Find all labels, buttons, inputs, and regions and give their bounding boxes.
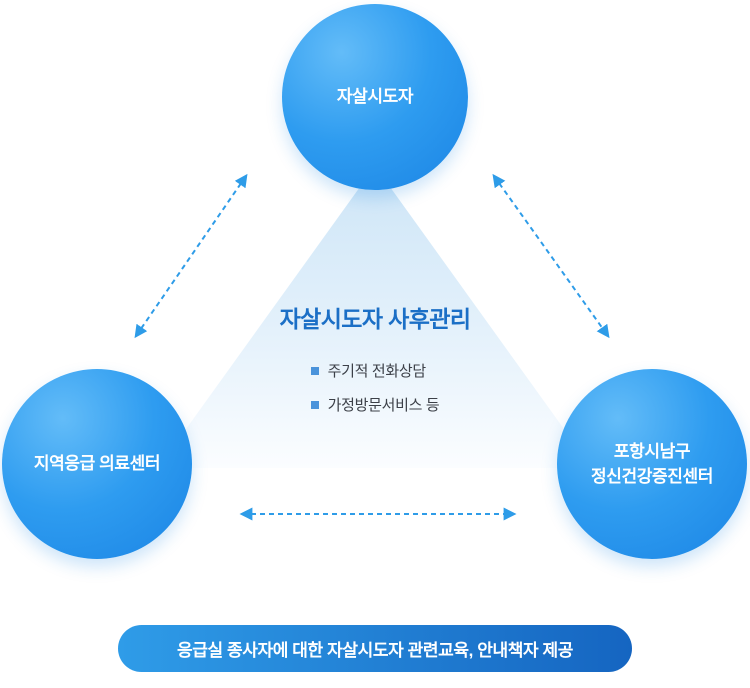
node-suicide-attempter: 자살시도자 xyxy=(282,4,468,190)
node-suicide-attempter-label: 자살시도자 xyxy=(336,87,414,107)
center-content: 자살시도자 사후관리 주기적 전화상담 가정방문서비스 등 xyxy=(225,300,525,428)
center-title: 자살시도자 사후관리 xyxy=(279,306,471,332)
node-pohang-mental-health-center-label: 포항시남구 정신건강증진센터 xyxy=(591,441,713,487)
node-pohang-mental-health-center: 포항시남구 정신건강증진센터 xyxy=(557,369,747,559)
node-regional-emergency-medical-center: 지역응급 의료센터 xyxy=(2,369,192,559)
center-bullet-list: 주기적 전화상담 가정방문서비스 등 xyxy=(310,360,440,428)
bullet-item-label: 주기적 전화상담 xyxy=(327,363,427,380)
list-item: 주기적 전화상담 xyxy=(310,360,440,381)
bullet-square-icon xyxy=(310,400,319,409)
footer-banner-label: 응급실 종사자에 대한 자살시도자 관련교육, 안내책자 제공 xyxy=(176,641,574,660)
bullet-item-label: 가정방문서비스 등 xyxy=(327,397,440,414)
node-regional-emergency-medical-center-label: 지역응급 의료센터 xyxy=(33,454,161,474)
list-item: 가정방문서비스 등 xyxy=(310,394,440,415)
footer-banner: 응급실 종사자에 대한 자살시도자 관련교육, 안내책자 제공 xyxy=(118,625,632,672)
bullet-square-icon xyxy=(310,366,319,375)
